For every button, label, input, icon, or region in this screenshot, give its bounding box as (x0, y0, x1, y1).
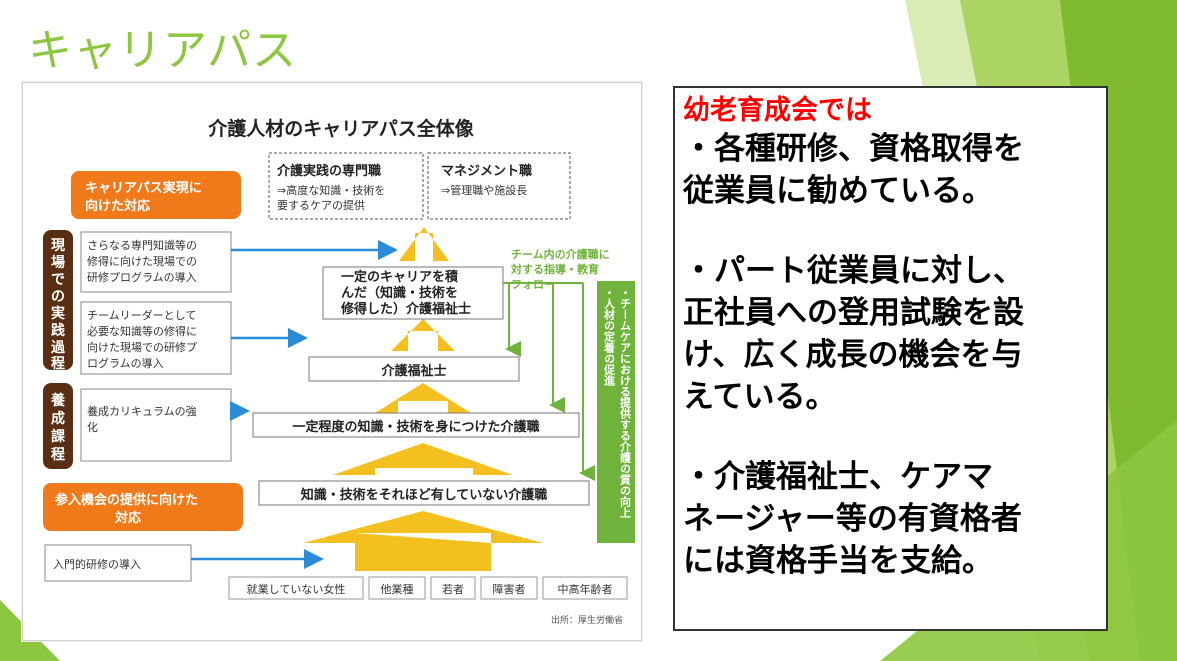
management-box: マネジメント職 ⇒管理職や施設長 (427, 152, 571, 220)
left-box-1-line: 研修プログラムの導入 (87, 270, 197, 284)
side-label-field-char: 践 (51, 322, 65, 339)
career-caregiver-box: 一定のキャリアを積 んだ（知識・技術を 修得した）介護福祉士 (322, 266, 504, 320)
orange-label-entry-line1: 参入機会の提供に向けた (55, 492, 198, 508)
side-label-course-char: 程 (51, 447, 65, 463)
certified-caregiver-text: 介護福祉士 (380, 363, 446, 379)
expert-box-line1: ⇒高度な知識・技術を (277, 183, 385, 197)
policy-text-box: 幼老育成会では ・各種研修、資格取得を 従業員に勧めている。 ・パート従業員に対… (673, 86, 1108, 631)
target-group-label: 中高年齢者 (558, 582, 613, 596)
expert-box: 介護実践の専門職 ⇒高度な知識・技術を 要するケアの提供 (268, 152, 424, 220)
side-label-field-char: 実 (51, 305, 65, 322)
yellow-up-arrow (303, 511, 543, 571)
mid-level-caregiver-text: 一定程度の知識・技術を身につけた介護職 (292, 419, 539, 435)
target-group-label: 若者 (442, 583, 464, 596)
entry-level-caregiver-box: 知識・技術をそれほど有していない介護職 (258, 480, 590, 506)
entry-level-caregiver-text: 知識・技術をそれほど有していない介護職 (301, 487, 548, 503)
left-box-leader-training: チームリーダーとして 必要な知識等の修得に 向けた現場での研修プ ログラムの導入 (80, 301, 232, 375)
left-box-2-line: 向けた現場での研修プ (87, 340, 197, 354)
career-caregiver-line: 一定のキャリアを積 (341, 269, 459, 285)
orange-label-career-path-line2: 向けた対応 (85, 198, 150, 214)
team-guidance-note: チーム内の介護職に 対する指導・教育 フォロー (510, 247, 610, 291)
career-caregiver-line: んだ（知識・技術を (341, 285, 458, 301)
side-label-field-char: 過 (50, 340, 66, 356)
left-box-advanced-training: さらなる専門知識等の 修得に向けた現場での 研修プログラムの導入 (80, 231, 232, 293)
mid-level-caregiver-box: 一定程度の知識・技術を身につけた介護職 (252, 412, 580, 438)
side-label-training-course: 養 成 課 程 (43, 383, 73, 469)
orange-label-career-path-line1: キャリアパス実現に (85, 180, 202, 196)
target-group-label: 就業していない女性 (247, 582, 346, 596)
target-group-label: 他業種 (381, 582, 414, 596)
side-label-course-char: 養 (50, 392, 65, 409)
side-label-course-char: 成 (51, 410, 65, 427)
left-box-2-line: 必要な知識等の修得に (87, 324, 197, 338)
text-box-para-training: ・各種研修、資格取得を 従業員に勧めている。 (683, 131, 1024, 209)
yellow-up-arrow (375, 383, 471, 413)
orange-label-entry: 参入機会の提供に向けた 対応 (43, 483, 243, 531)
green-vertical-note: ・チームケアにおける提供する介護の質の向上 ・人材の定着の促進 (597, 281, 635, 543)
yellow-up-arrow (333, 443, 513, 475)
green-vertical-line1: ・チームケアにおける提供する介護の質の向上 (619, 287, 633, 518)
certified-caregiver-box: 介護福祉士 (308, 356, 520, 382)
expert-box-title: 介護実践の専門職 (276, 163, 381, 179)
text-box-para-allowance: ・介護福祉士、ケアマ ネージャー等の有資格者 には資格手当を支給。 (683, 459, 1022, 579)
left-box-3-line: 化 (87, 420, 98, 434)
team-note-line: 対する指導・教育 (510, 262, 599, 276)
target-group-label: 障害者 (493, 582, 526, 596)
yellow-up-arrow (399, 227, 449, 261)
career-path-diagram: 介護人材のキャリアパス全体像 介護実践の専門職 ⇒高度な知識・技術を 要するケア… (22, 82, 642, 641)
left-box-3-line: 養成カリキュラムの強 (87, 404, 197, 418)
side-label-field-char: 現 (51, 238, 65, 254)
source-note: 出所：厚生労働省 (551, 614, 623, 626)
diagram-title: 介護人材のキャリアパス全体像 (207, 117, 475, 140)
slide-title: キャリアパス (28, 25, 298, 76)
expert-box-line2: 要するケアの提供 (277, 198, 365, 212)
left-box-2-line: ログラムの導入 (87, 356, 164, 370)
side-label-field-char: 程 (51, 356, 65, 372)
left-box-curriculum: 養成カリキュラムの強 化 (80, 388, 232, 462)
text-box-para-promotion: ・パート従業員に対し、 正社員への登用試験を設 け、広く成長の機会を与 えている… (683, 253, 1024, 415)
management-box-title: マネジメント職 (441, 163, 532, 179)
career-caregiver-line: 修得した）介護福祉士 (340, 301, 471, 317)
text-box-heading: 幼老育成会では (683, 95, 872, 126)
side-label-field-char: で (51, 272, 65, 288)
team-note-line: チーム内の介護職に (511, 247, 610, 261)
left-box-intro-training: 入門的研修の導入 (44, 544, 192, 582)
yellow-up-arrow (391, 319, 455, 351)
side-label-course-char: 課 (51, 428, 66, 445)
orange-label-entry-line2: 対応 (114, 510, 141, 526)
team-note-line: フォロー (511, 278, 555, 291)
side-label-field-practice: 現 場 で の 実 践 過 程 (43, 230, 73, 372)
management-box-line1: ⇒管理職や施設長 (441, 183, 527, 197)
left-box-1-line: 修得に向けた現場での (87, 254, 197, 268)
target-groups: 就業していない女性 他業種 若者 障害者 中高年齢者 (228, 576, 628, 600)
left-box-2-line: チームリーダーとして (87, 308, 196, 322)
orange-label-career-path: キャリアパス実現に 向けた対応 (71, 171, 241, 219)
side-label-field-char: の (51, 289, 65, 305)
left-box-4-text: 入門的研修の導入 (53, 557, 141, 571)
side-label-field-char: 場 (51, 254, 65, 271)
green-vertical-line2: ・人材の定着の促進 (603, 287, 617, 387)
green-guidance-arrows (503, 282, 595, 481)
left-box-1-line: さらなる専門知識等の (87, 238, 197, 252)
